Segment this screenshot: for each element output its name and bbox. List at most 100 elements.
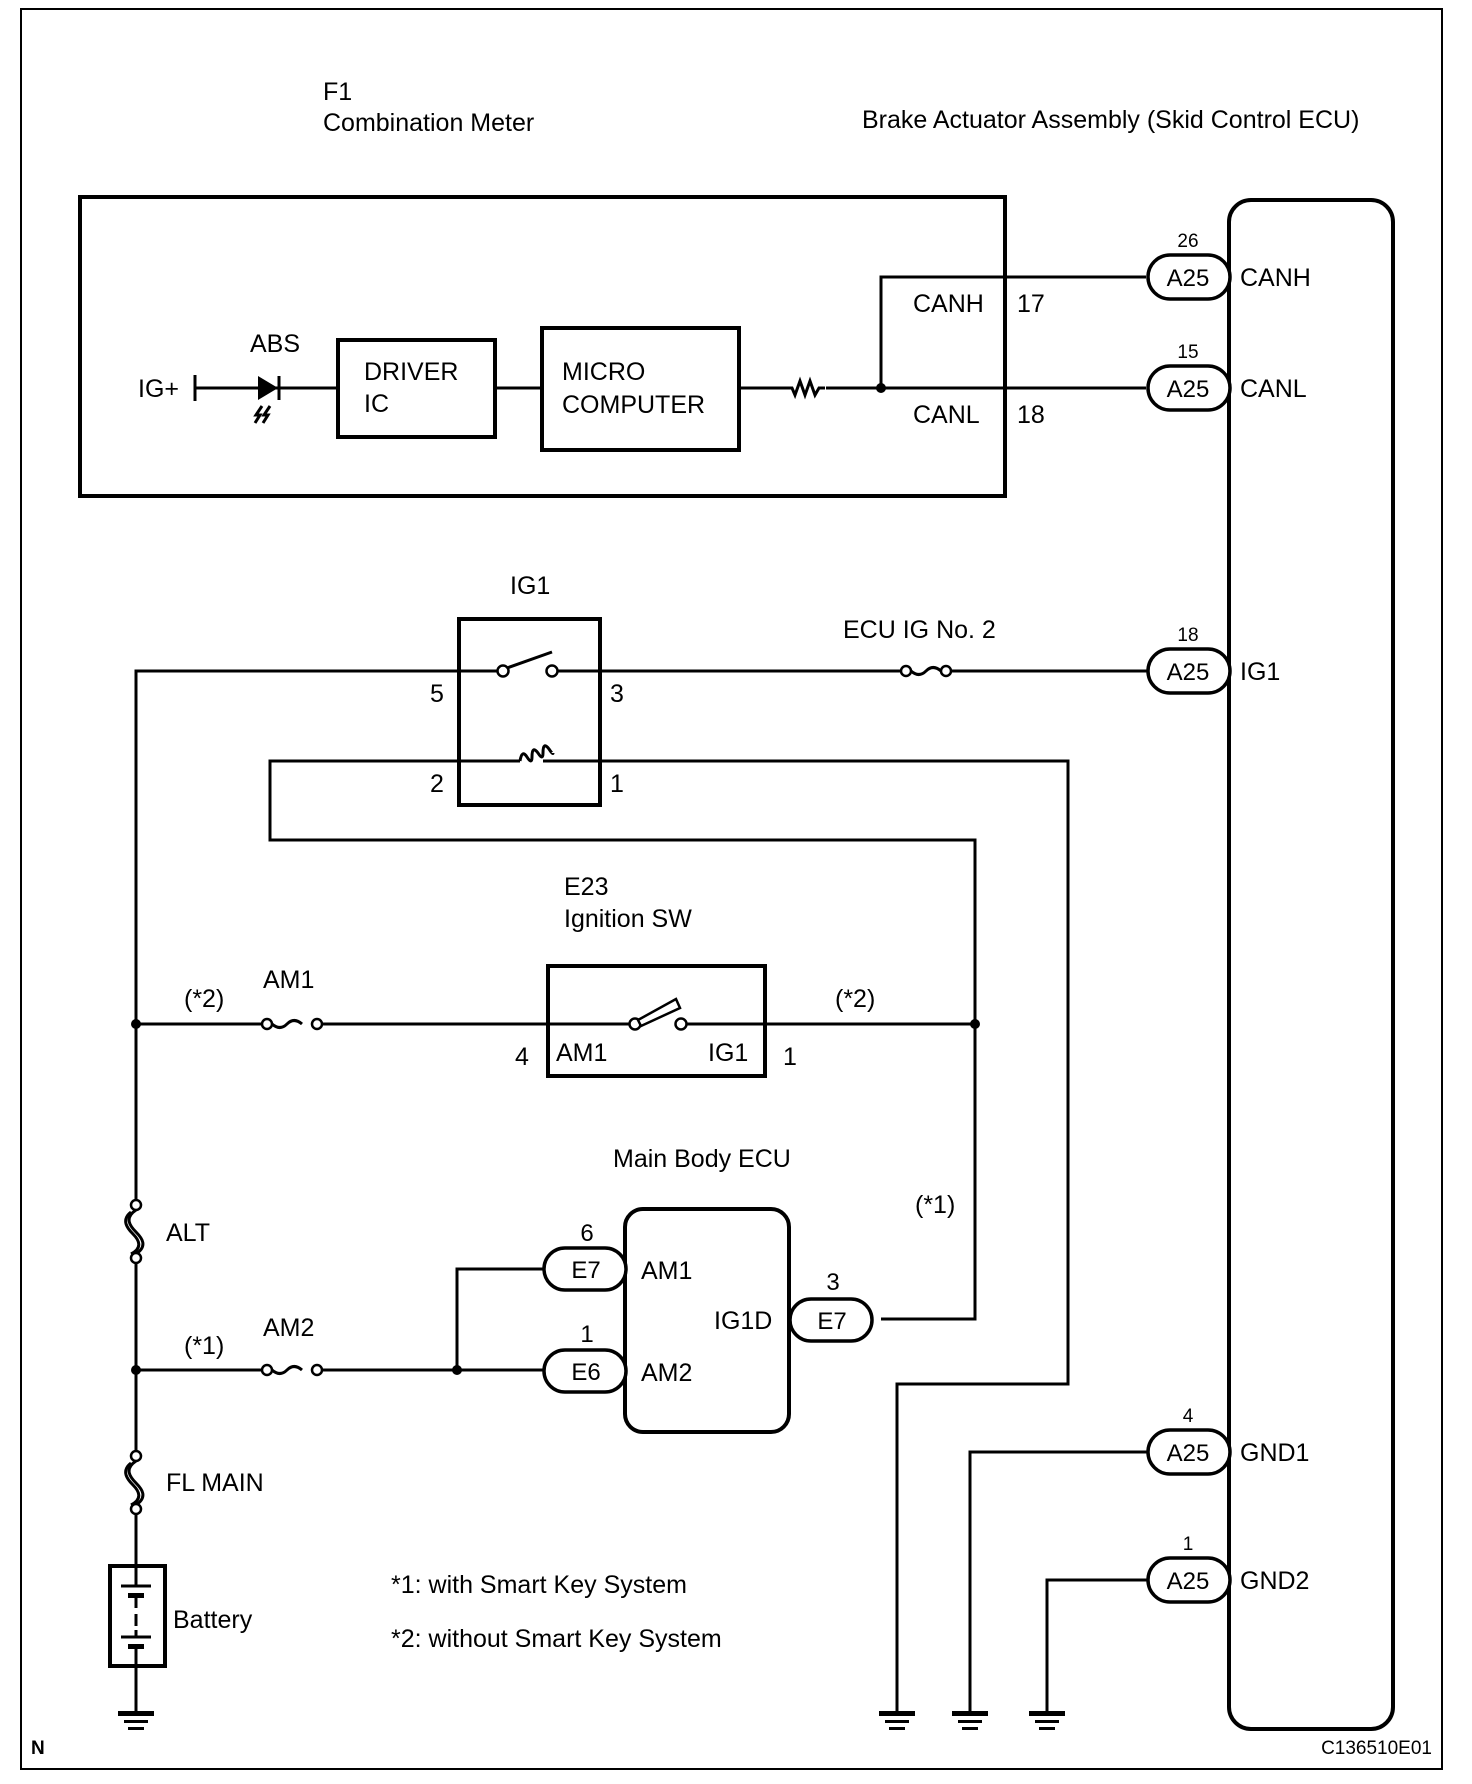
main-body-ecu-ig1d-label: IG1D bbox=[714, 1307, 772, 1335]
corner-mark: N bbox=[31, 1738, 45, 1759]
connector-a25-canl: 15 A25 CANL bbox=[1146, 342, 1307, 412]
connector-e7-am1: 6 E7 AM1 bbox=[542, 1220, 692, 1292]
relay-pin-2: 2 bbox=[430, 770, 444, 798]
junction-dot bbox=[970, 1019, 980, 1029]
relay-switch-icon bbox=[496, 650, 559, 678]
wire-canh bbox=[879, 275, 1146, 388]
ground-icon bbox=[1029, 1711, 1065, 1730]
ignition-switch-code: E23 bbox=[564, 873, 608, 901]
svg-text:A25: A25 bbox=[1167, 376, 1210, 403]
ignition-switch-ig1-terminal: IG1 bbox=[708, 1039, 748, 1067]
combination-meter-code: F1 bbox=[323, 78, 352, 106]
main-body-ecu-title: Main Body ECU bbox=[613, 1145, 791, 1173]
svg-text:18: 18 bbox=[1177, 625, 1198, 646]
variant-mark-am1-left: (*2) bbox=[184, 985, 224, 1013]
main-body-ecu-am2-label: AM2 bbox=[641, 1359, 692, 1387]
svg-text:A25: A25 bbox=[1167, 1568, 1210, 1595]
ignition-switch-box bbox=[546, 964, 767, 1078]
svg-text:A25: A25 bbox=[1167, 659, 1210, 686]
svg-text:E6: E6 bbox=[571, 1359, 600, 1386]
svg-text:E7: E7 bbox=[571, 1257, 600, 1284]
abs-led-label: ABS bbox=[250, 330, 300, 358]
connector-e7-ig1d: 3 E7 IG1D bbox=[714, 1269, 874, 1343]
ecu-canl-label: CANL bbox=[1240, 375, 1307, 403]
alt-fuse-label: ALT bbox=[166, 1219, 210, 1247]
ignition-switch-pin-4: 4 bbox=[515, 1043, 529, 1071]
ignition-switch-am1-terminal: AM1 bbox=[556, 1039, 607, 1067]
combination-meter-box bbox=[78, 195, 1007, 498]
wire-am1-to-ecu bbox=[455, 1267, 544, 1370]
driver-ic-box bbox=[336, 338, 497, 439]
svg-text:A25: A25 bbox=[1167, 1440, 1210, 1467]
ground-icon bbox=[952, 1711, 988, 1730]
meter-canl-pin: 18 bbox=[1017, 401, 1045, 429]
connector-e6-am2: 1 E6 AM2 bbox=[542, 1321, 692, 1394]
svg-text:6: 6 bbox=[580, 1220, 593, 1247]
relay-pin-1: 1 bbox=[610, 770, 624, 798]
svg-text:E7: E7 bbox=[817, 1308, 846, 1335]
am2-fuse-label: AM2 bbox=[263, 1314, 314, 1342]
micro-computer-label-2: COMPUTER bbox=[562, 391, 705, 419]
ig1-relay-box bbox=[457, 617, 602, 807]
fl-main-fuse-label: FL MAIN bbox=[166, 1469, 264, 1497]
svg-text:4: 4 bbox=[1183, 1406, 1194, 1427]
ignition-switch-contact-icon bbox=[628, 997, 688, 1031]
meter-canl-label: CANL bbox=[913, 401, 980, 429]
svg-text:3: 3 bbox=[826, 1269, 839, 1296]
driver-ic-label-1: DRIVER bbox=[364, 358, 458, 386]
meter-canh-label: CANH bbox=[913, 290, 984, 318]
ground-icon bbox=[879, 1711, 915, 1730]
svg-text:26: 26 bbox=[1177, 231, 1198, 252]
abs-led-icon bbox=[253, 376, 281, 424]
meter-canh-pin: 17 bbox=[1017, 290, 1045, 318]
diagram-frame bbox=[20, 8, 1443, 1770]
main-body-ecu-am1-label: AM1 bbox=[641, 1257, 692, 1285]
ig1-relay-label: IG1 bbox=[510, 572, 550, 600]
connector-a25-gnd2: 1 A25 GND2 bbox=[1146, 1534, 1309, 1604]
micro-computer-label-1: MICRO bbox=[562, 358, 645, 386]
svg-text:A25: A25 bbox=[1167, 265, 1210, 292]
ecu-ig1-label: IG1 bbox=[1240, 658, 1280, 686]
ignition-switch-pin-1: 1 bbox=[783, 1043, 797, 1071]
am2-fuse-icon bbox=[260, 1363, 324, 1377]
variant-mark-am2-left: (*1) bbox=[184, 1332, 224, 1360]
wire-relay-pin5 bbox=[134, 669, 497, 1024]
ecu-canh-label: CANH bbox=[1240, 264, 1311, 292]
brake-actuator-title: Brake Actuator Assembly (Skid Control EC… bbox=[862, 106, 1359, 134]
connector-a25-canh: 26 A25 CANH bbox=[1146, 231, 1311, 301]
variant-mark-am1-right: (*2) bbox=[835, 985, 875, 1013]
ecu-gnd2-label: GND2 bbox=[1240, 1567, 1309, 1595]
note-1: *1: with Smart Key System bbox=[391, 1571, 687, 1599]
battery-icon bbox=[108, 1564, 167, 1668]
figure-id: C136510E01 bbox=[1321, 1738, 1432, 1759]
fl-main-fusible-link-icon bbox=[124, 1449, 145, 1516]
ground-icon bbox=[118, 1711, 154, 1730]
relay-coil-icon bbox=[518, 744, 555, 763]
ignition-switch-title: Ignition SW bbox=[564, 905, 692, 933]
svg-text:1: 1 bbox=[580, 1321, 593, 1348]
am1-fuse-label: AM1 bbox=[263, 966, 314, 994]
driver-ic-label-2: IC bbox=[364, 390, 389, 418]
wire-gnd2 bbox=[1045, 1578, 1148, 1711]
combination-meter-title: Combination Meter bbox=[323, 109, 534, 137]
ecu-ig-fuse-label: ECU IG No. 2 bbox=[843, 616, 996, 644]
battery-label: Battery bbox=[173, 1606, 253, 1634]
ecu-ig-fuse-icon bbox=[899, 664, 953, 678]
ig-plus-label: IG+ bbox=[138, 375, 179, 403]
skid-control-ecu-box bbox=[1227, 198, 1395, 1731]
wire-relay-pin2 bbox=[268, 759, 977, 1321]
relay-pin-3: 3 bbox=[610, 680, 624, 708]
micro-computer-box bbox=[540, 326, 741, 452]
variant-mark-ig1d: (*1) bbox=[915, 1191, 955, 1219]
wire-relay-pin1-ground bbox=[543, 759, 1070, 1711]
ecu-gnd1-label: GND1 bbox=[1240, 1439, 1309, 1467]
alt-fusible-link-icon bbox=[124, 1198, 145, 1265]
termination-resistor-icon bbox=[788, 376, 825, 400]
svg-text:1: 1 bbox=[1183, 1534, 1194, 1555]
wire-gnd1 bbox=[968, 1450, 1148, 1711]
am1-fuse-icon bbox=[260, 1017, 324, 1031]
connector-a25-ig1: 18 A25 IG1 bbox=[1146, 625, 1280, 695]
relay-pin-5: 5 bbox=[430, 680, 444, 708]
note-2: *2: without Smart Key System bbox=[391, 1625, 722, 1653]
